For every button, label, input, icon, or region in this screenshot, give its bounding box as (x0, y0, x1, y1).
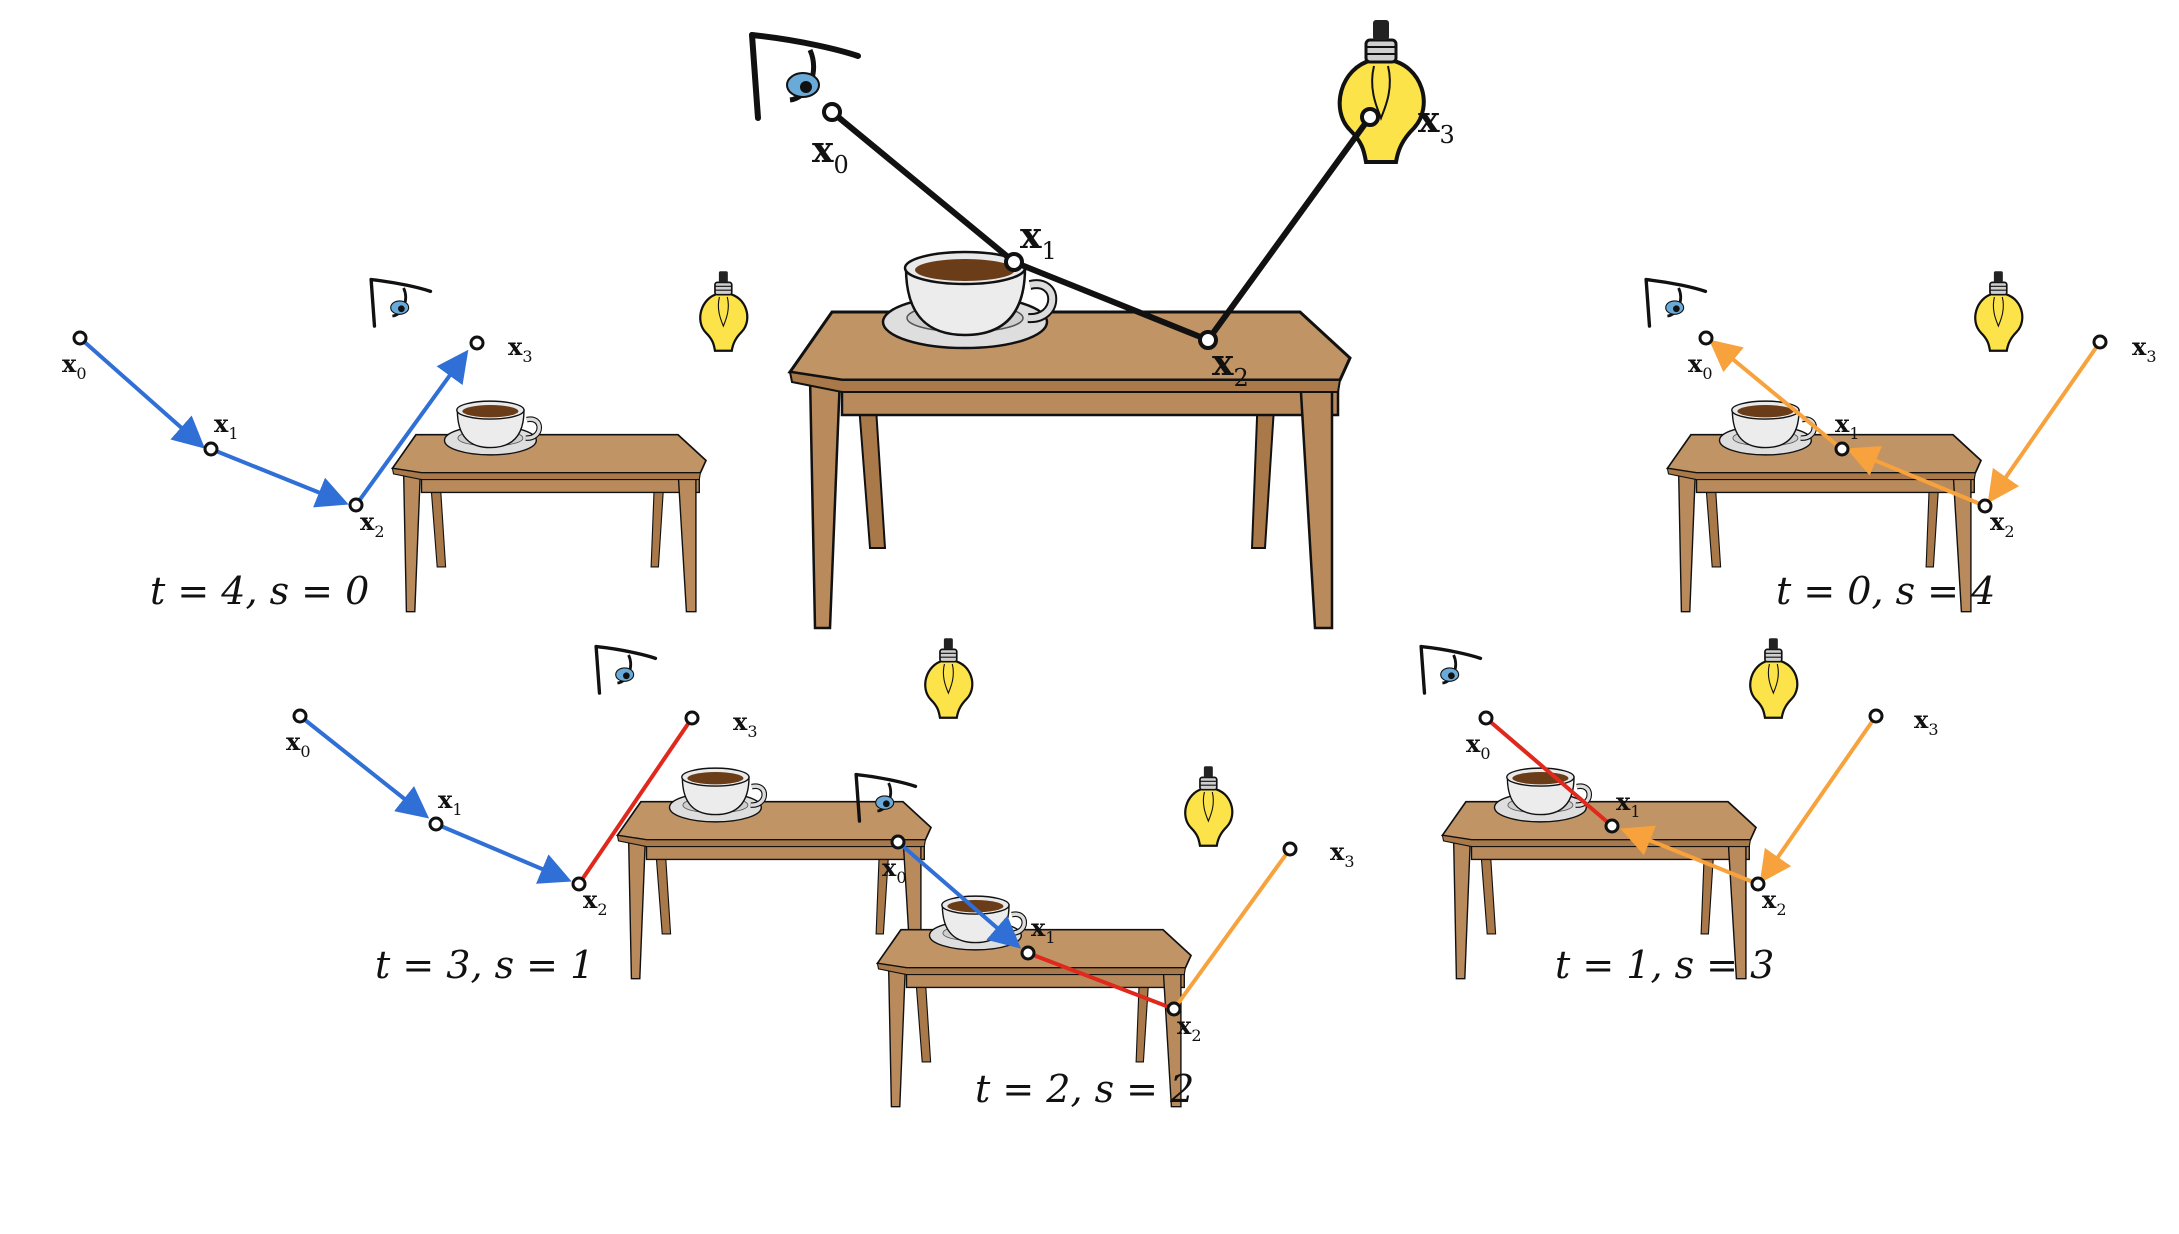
scene-t4s0 (371, 271, 747, 611)
label-x1: x1 (214, 409, 239, 443)
scene-t3s1 (596, 638, 972, 978)
scene-t1s3 (1421, 638, 1797, 978)
label-x2: x2 (1177, 1011, 1202, 1045)
caption-t4s0: t = 4, s = 0 (150, 569, 369, 613)
label-x1: x1 (1031, 913, 1056, 947)
label-x2: x2 (1212, 342, 1249, 392)
label-x3: x3 (733, 707, 758, 741)
label-x0: x0 (286, 727, 311, 761)
path-t3s1: x0 x1 x2 x3 t = 3, s = 1 (286, 707, 758, 987)
label-x1: x1 (1835, 409, 1860, 443)
caption-t3s1: t = 3, s = 1 (375, 943, 594, 987)
panel-t4s0 (371, 271, 747, 611)
path-full (822, 102, 1380, 350)
label-x0: x0 (812, 129, 849, 179)
path-t0s4: x0 x1 x2 x3 t = 0, s = 4 (1688, 330, 2157, 613)
scene-full (752, 20, 1424, 628)
label-x1: x1 (438, 785, 463, 819)
caption-t1s3: t = 1, s = 3 (1555, 943, 1774, 987)
label-x1: x1 (1616, 787, 1641, 821)
label-x0: x0 (1466, 729, 1491, 763)
label-x2: x2 (1762, 885, 1787, 919)
label-x2: x2 (360, 507, 385, 541)
caption-t2s2: t = 2, s = 2 (975, 1067, 1194, 1111)
label-x2: x2 (1990, 507, 2015, 541)
path-t2s2: x0 x1 x2 x3 t = 2, s = 2 (882, 834, 1355, 1111)
label-x3: x3 (1418, 99, 1455, 149)
label-x3: x3 (1914, 705, 1939, 739)
panel-t1s3 (1421, 638, 1797, 978)
panel-full: x0 x1 x2 x3 (752, 20, 1455, 628)
label-x3: x3 (1330, 837, 1355, 871)
caption-t0s4: t = 0, s = 4 (1776, 569, 1995, 613)
label-x0: x0 (1688, 349, 1713, 383)
label-x3: x3 (2132, 332, 2157, 366)
panel-t3s1 (596, 638, 972, 978)
label-x3: x3 (508, 332, 533, 366)
label-x0: x0 (62, 349, 87, 383)
label-x1: x1 (1020, 215, 1057, 265)
label-x2: x2 (583, 885, 608, 919)
